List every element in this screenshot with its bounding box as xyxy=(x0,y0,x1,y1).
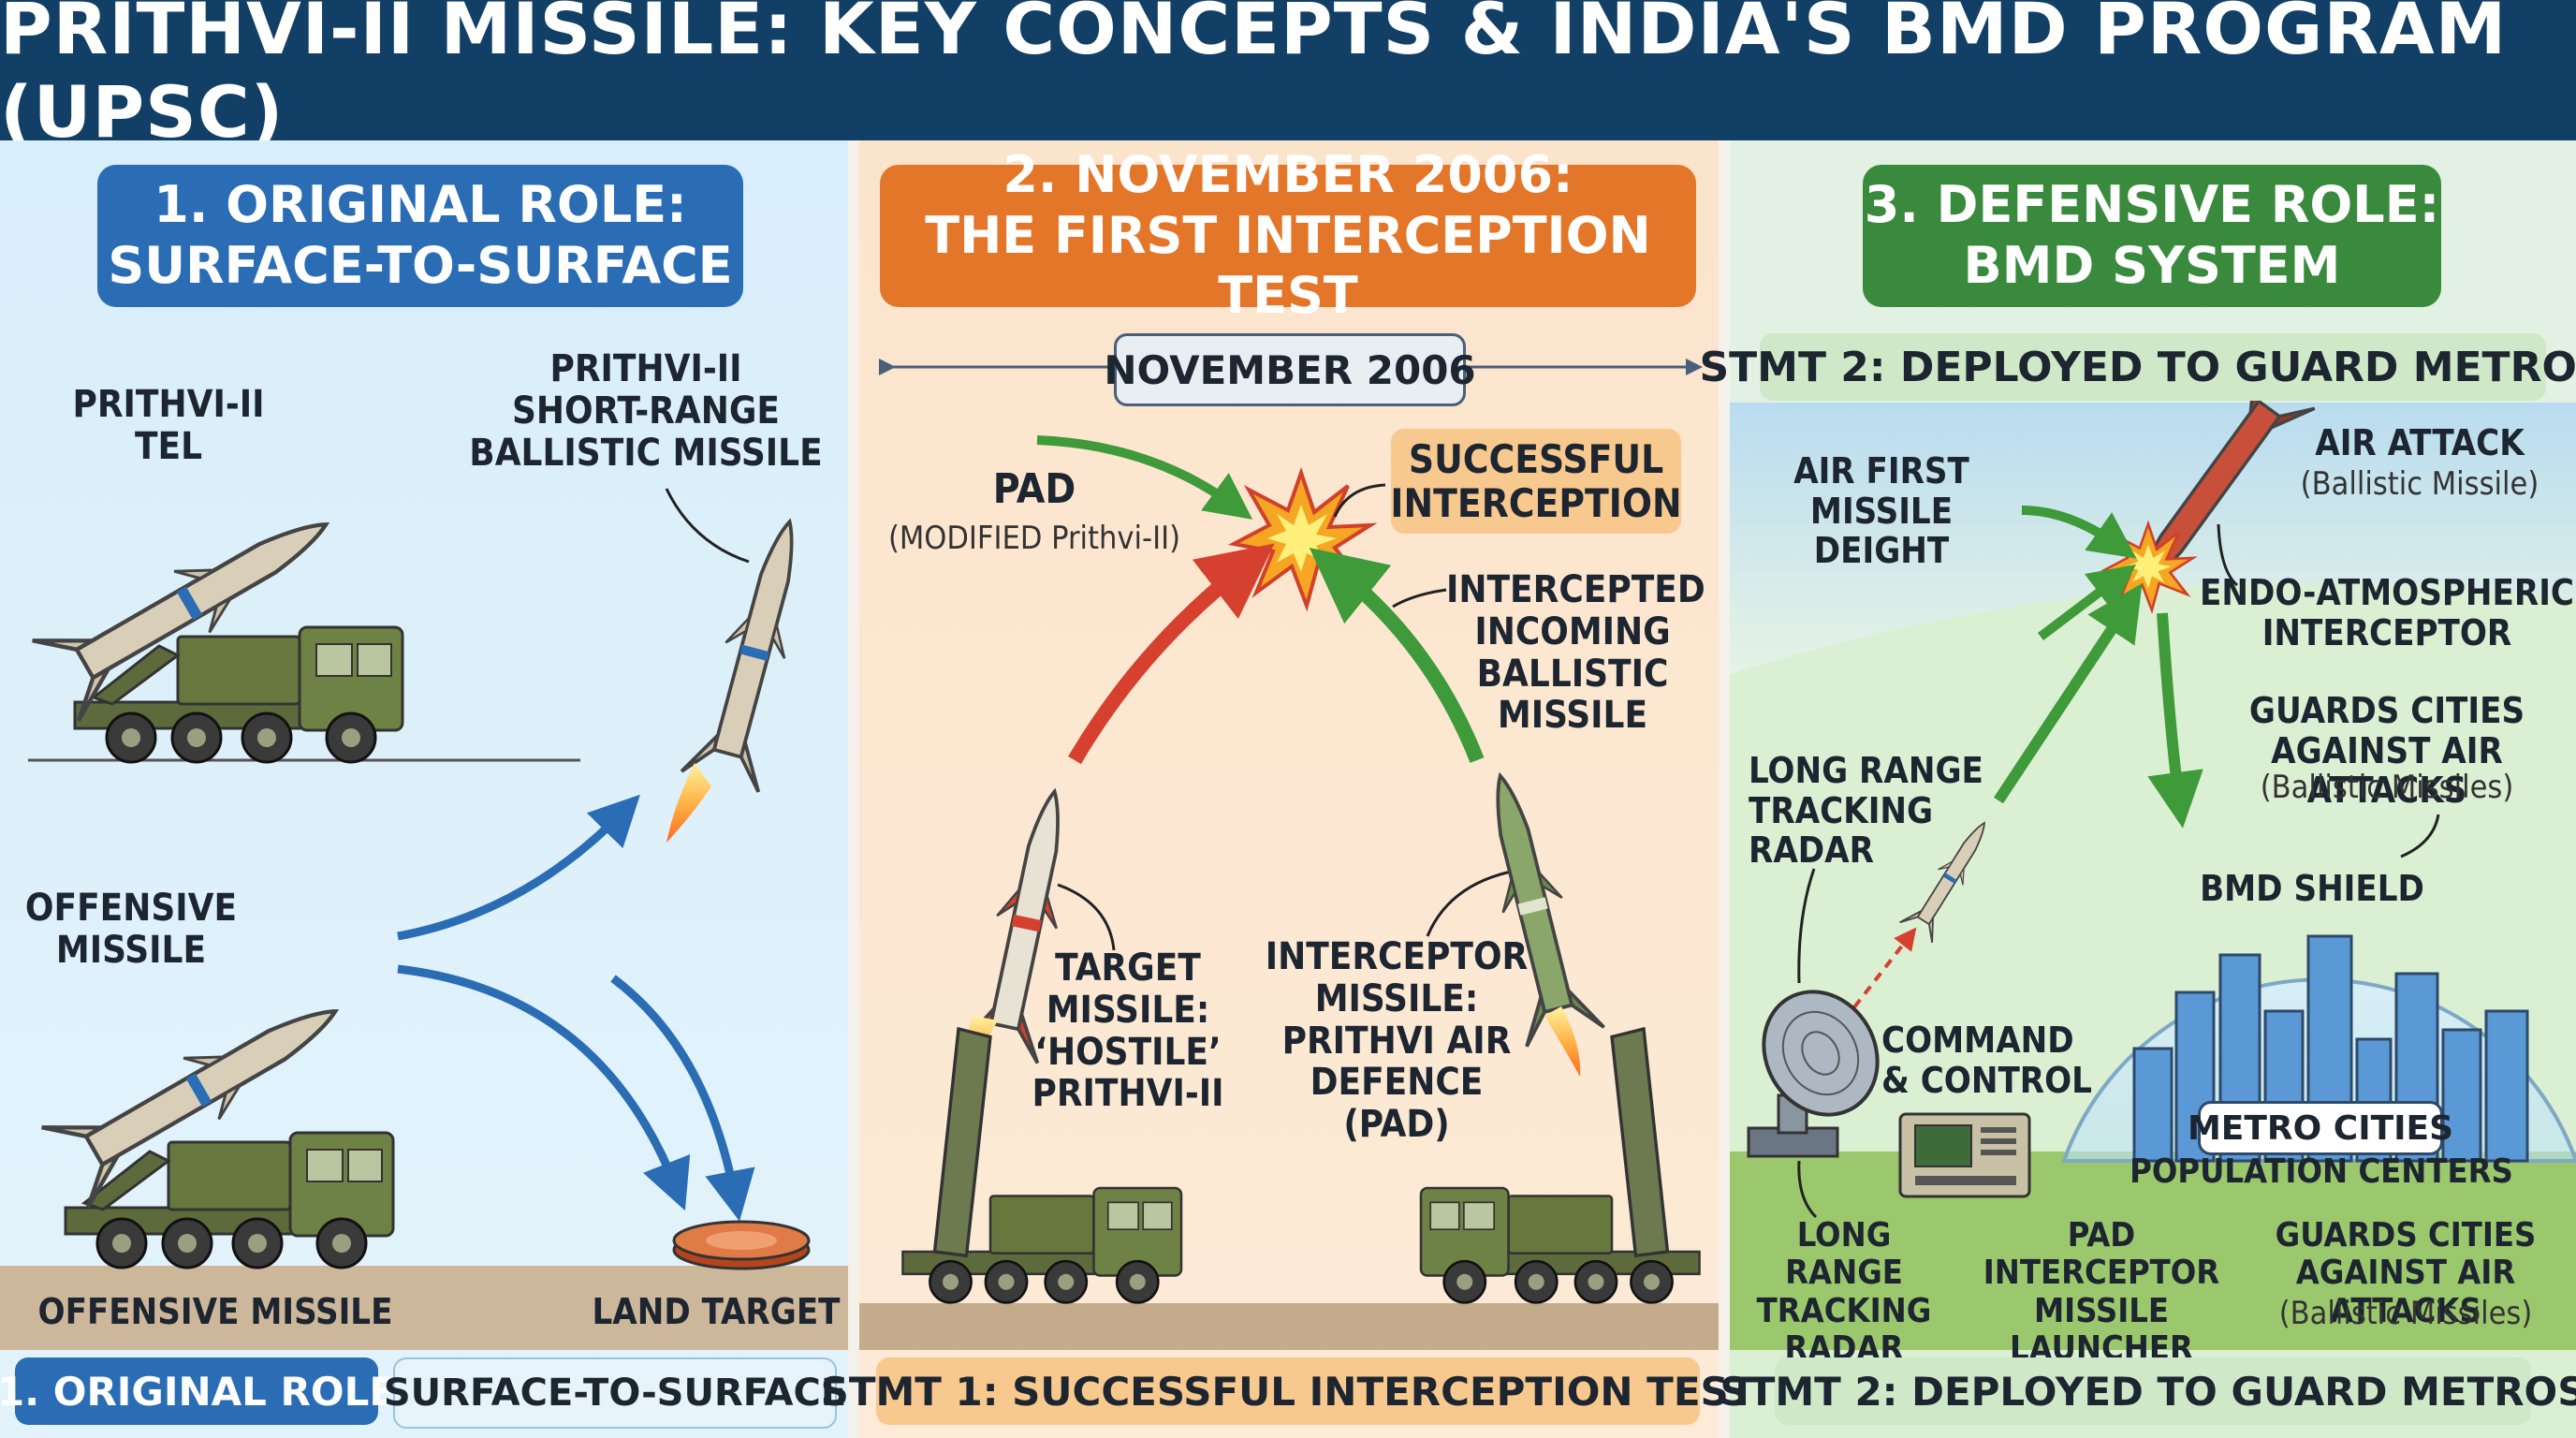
missile-icon xyxy=(680,509,830,794)
radar-label-top: LONG RANGE TRACKING RADAR xyxy=(1749,750,1983,872)
tel-truck-icon xyxy=(1419,1026,1701,1304)
intercepted-incoming-label: INTERCEPTED INCOMING BALLISTIC MISSILE xyxy=(1446,568,1705,738)
target-missile-label: TARGET MISSILE: ‘HOSTILE’ PRITHVI-II xyxy=(1032,946,1224,1116)
metro-cities-label: METRO CITIES xyxy=(2188,1101,2453,1155)
footer-stmt1: STMT 1: SUCCESSFUL INTERCEPTION TEST xyxy=(821,1357,1755,1425)
panel3-title: 3. DEFENSIVE ROLE: BMD SYSTEM xyxy=(1863,165,2441,307)
panel-divider xyxy=(848,140,859,1438)
page-title: PRITHVI-II MISSILE: KEY CONCEPTS & INDIA… xyxy=(0,0,2508,154)
tel-truck-icon xyxy=(64,1131,395,1269)
guards-cities-top-sublabel: (Ballistic Missiles) xyxy=(2260,769,2514,806)
pad-label: PAD xyxy=(992,465,1076,513)
air-attack-label: AIR ATTACK xyxy=(2315,422,2525,463)
tel-truck-icon xyxy=(901,1026,1183,1304)
guards-cities-bottom-sublabel: (Ballistic Missiles) xyxy=(2278,1295,2533,1332)
tel-truck-icon xyxy=(73,625,404,764)
panel2-title: 2. NOVEMBER 2006: THE FIRST INTERCEPTION… xyxy=(880,145,1696,325)
air-first-label: AIR FIRST MISSILE DEIGHT xyxy=(1793,450,1969,572)
radar-label-bottom: LONG RANGE TRACKING RADAR xyxy=(1756,1216,1932,1368)
date-pill: NOVEMBER 2006 xyxy=(1104,333,1476,406)
guards-cities-bottom-label: GUARDS CITIES AGAINST AIR ATTACKS xyxy=(2275,1216,2537,1330)
land-target-label: LAND TARGET xyxy=(592,1291,841,1332)
command-console-icon xyxy=(1898,1112,2031,1198)
successful-interception-label: SUCCESSFUL INTERCEPTION xyxy=(1390,429,1682,534)
header-bar: PRITHVI-II MISSILE: KEY CONCEPTS & INDIA… xyxy=(0,0,2576,154)
air-attack-sublabel: (Ballistic Missile) xyxy=(2300,465,2539,503)
guards-cities-top-label: GUARDS CITIES AGAINST AIR ATTACKS xyxy=(2248,690,2525,812)
interceptor-missile-label: INTERCEPTOR MISSILE: PRITHVI AIR DEFENCE… xyxy=(1265,935,1529,1147)
missile-icon xyxy=(1496,771,1605,1048)
tel-label: PRITHVI-II TEL xyxy=(72,383,265,468)
radar-dish-icon xyxy=(1747,990,1880,1158)
land-target-icon xyxy=(672,1220,811,1270)
footer-stmt2: STMT 2: DEPLOYED TO GUARD METROS xyxy=(1720,1357,2576,1425)
ground-left-label: OFFENSIVE MISSILE xyxy=(37,1291,393,1332)
population-centers-label: POPULATION CENTERS xyxy=(2130,1152,2513,1191)
pad-sublabel: (MODIFIED Prithvi-II) xyxy=(887,520,1181,557)
footer-surface-to-surface: SURFACE-TO-SURFACE xyxy=(384,1357,846,1429)
panel1-title: 1. ORIGINAL ROLE: SURFACE-TO-SURFACE xyxy=(97,165,743,307)
panel-divider xyxy=(1719,140,1730,1438)
footer-original-role: 1. ORIGINAL ROLE xyxy=(0,1357,396,1425)
bmd-shield-label: BMD SHIELD xyxy=(2200,868,2424,909)
offensive-missile-label: OFFENSIVE MISSILE xyxy=(24,887,238,972)
missile-icon xyxy=(958,787,1060,1064)
srbm-label: PRITHVI-II SHORT-RANGE BALLISTIC MISSILE xyxy=(469,347,823,475)
pad-launcher-label: PAD INTERCEPTOR MISSILE LAUNCHER xyxy=(1983,1216,2220,1368)
stmt2-top: STMT 2: DEPLOYED TO GUARD METROS xyxy=(1699,333,2576,401)
endo-atmospheric-label: ENDO-ATMOSPHERIC INTERCEPTOR xyxy=(2200,572,2575,653)
command-control-label: COMMAND & CONTROL xyxy=(1881,1020,2092,1101)
